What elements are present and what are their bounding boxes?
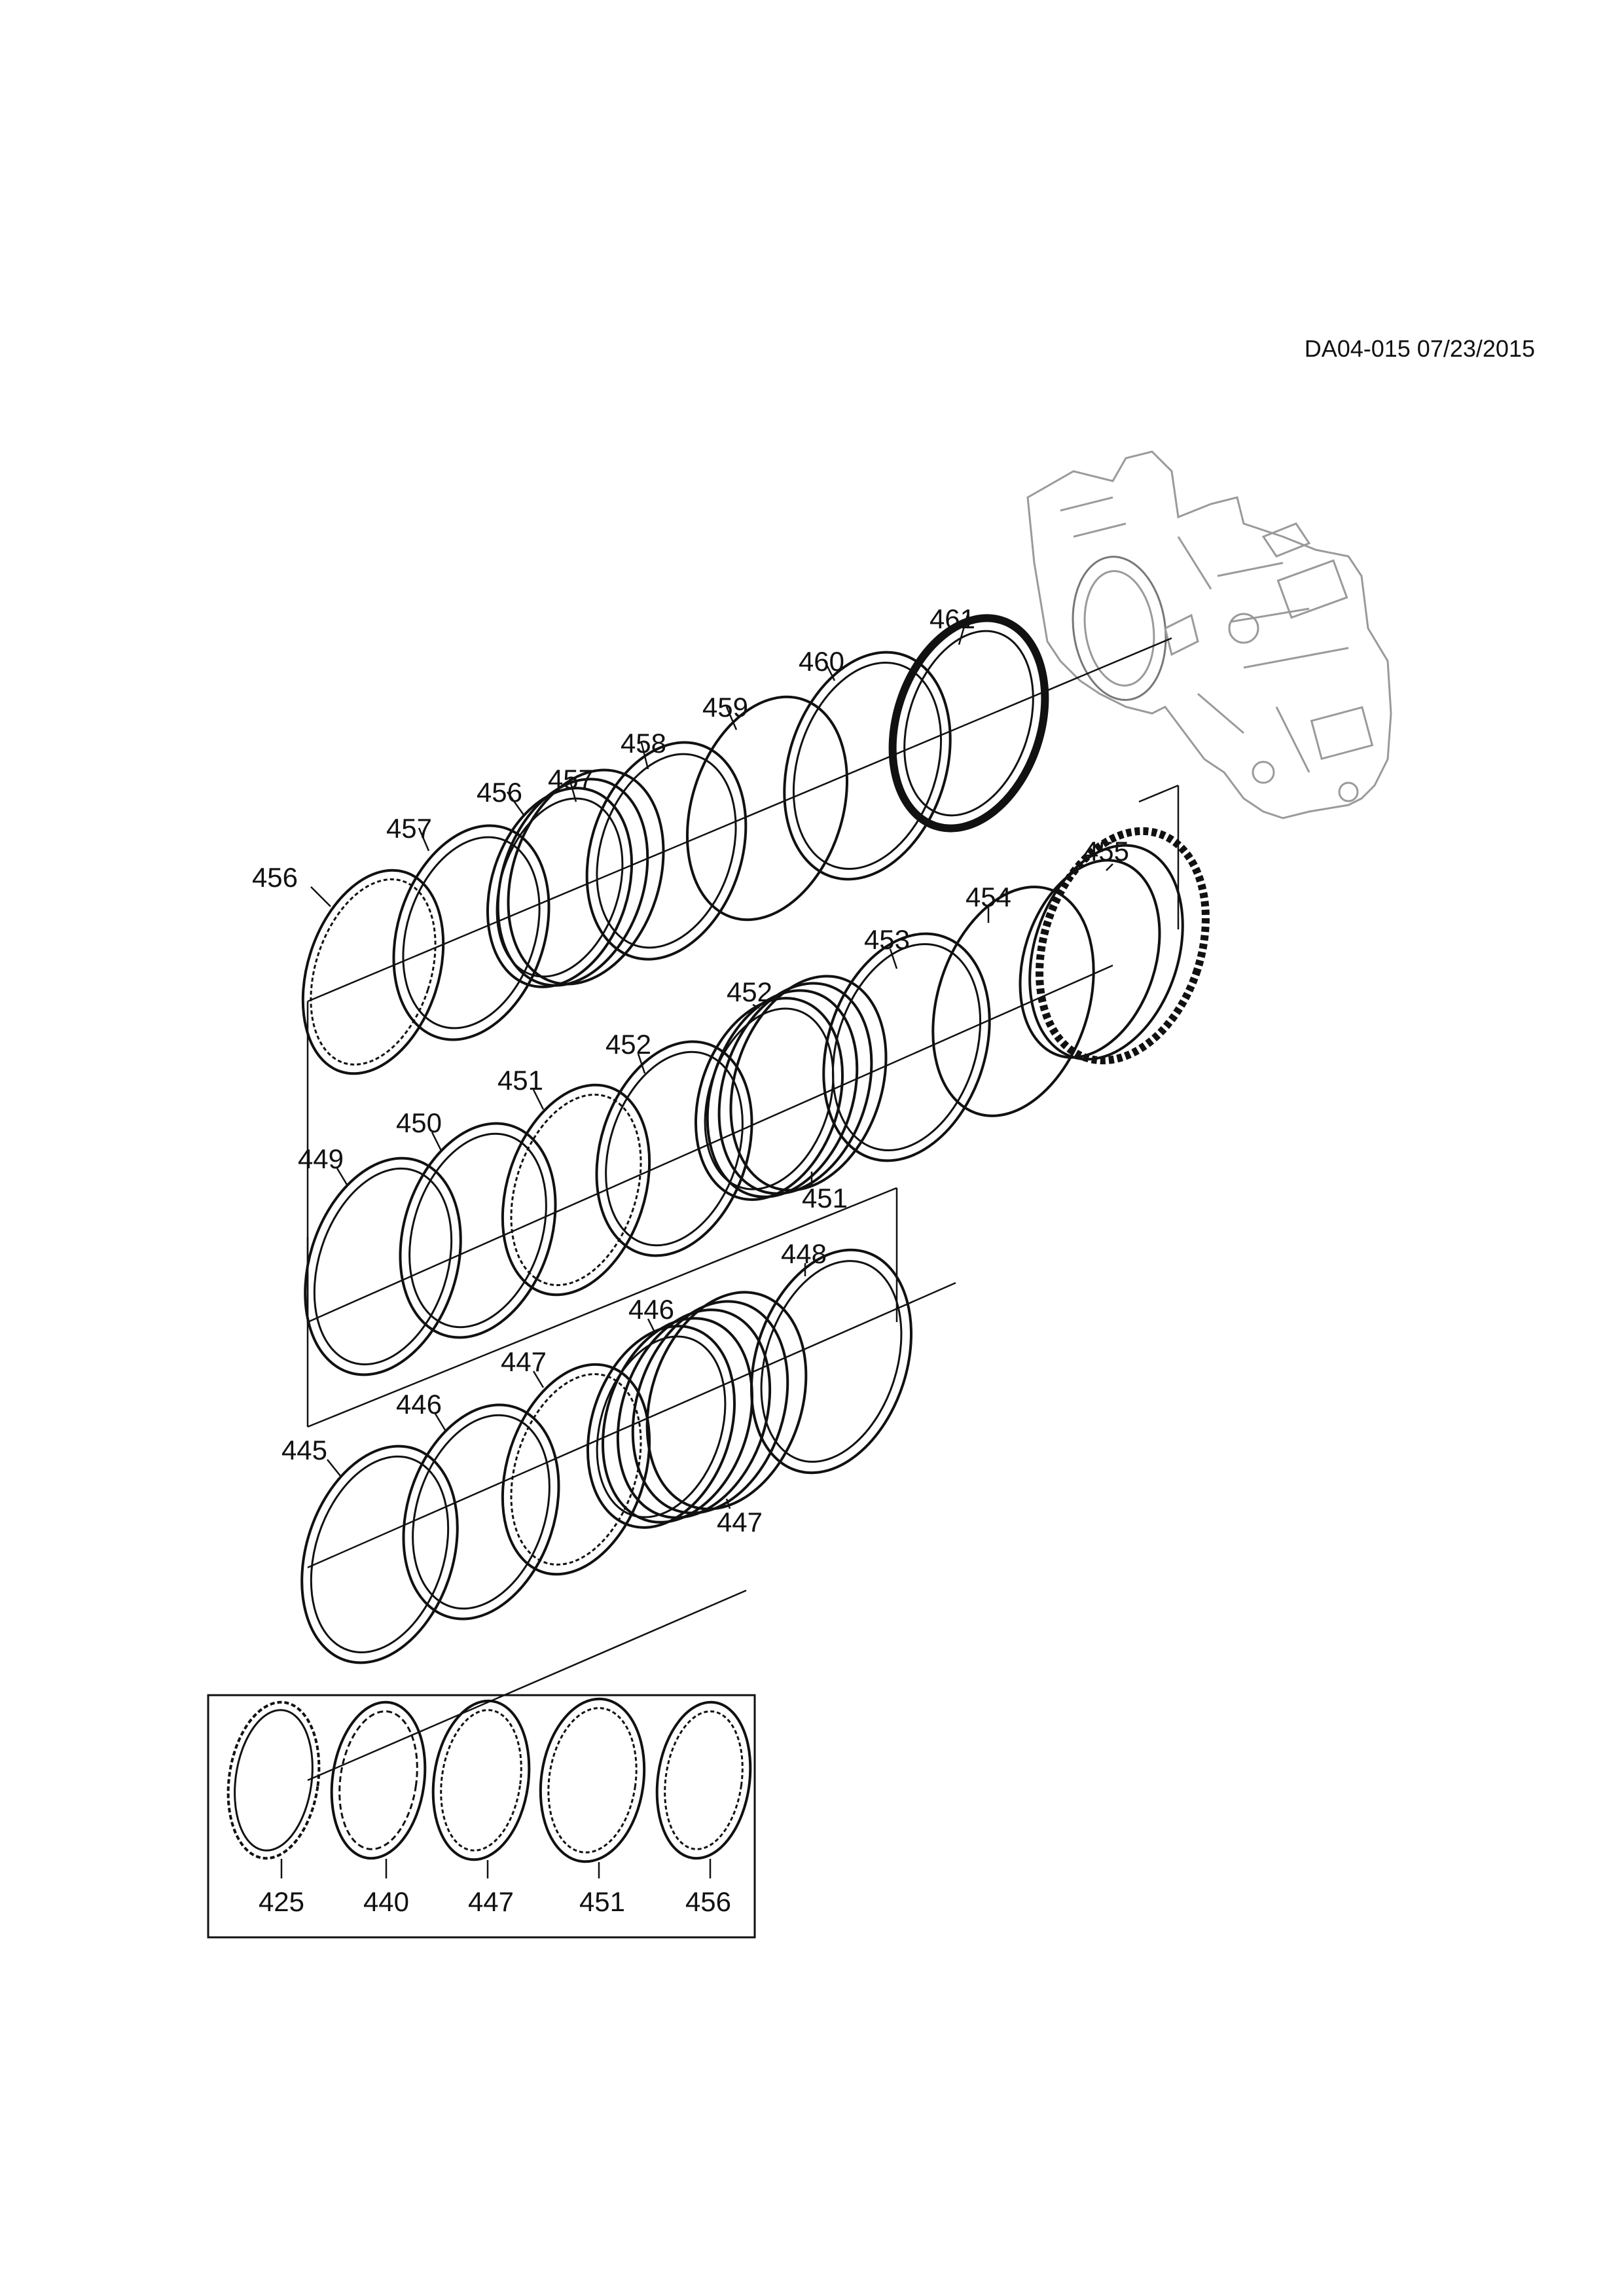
callout-451b: 451 xyxy=(802,1183,848,1213)
part-450-plate xyxy=(399,1122,557,1339)
part-456-friction-disc xyxy=(301,869,445,1075)
transmission-housing xyxy=(1026,450,1392,819)
callout-459: 459 xyxy=(702,692,748,723)
callout-450: 450 xyxy=(396,1107,442,1138)
callout-leaders xyxy=(310,615,1113,1509)
legend-disc-425 xyxy=(226,1700,321,1878)
callout-454: 454 xyxy=(965,882,1011,912)
callout-456a: 456 xyxy=(477,777,522,808)
callout-452a: 452 xyxy=(727,977,772,1007)
callout-457b: 457 xyxy=(386,813,432,844)
part-455-spline-hub xyxy=(1019,827,1210,1065)
callout-labels: 461 460 459 458 457 456 457 456 455 454 … xyxy=(252,603,1129,1537)
callout-447a: 447 xyxy=(501,1346,547,1377)
legend-disc-456 xyxy=(655,1700,752,1878)
friction-disc-legend: 425 440 447 451 456 xyxy=(207,1694,756,1939)
legend-disc-451 xyxy=(539,1697,646,1878)
part-452-plate xyxy=(595,1040,753,1257)
part-452-451-stack xyxy=(694,975,888,1201)
callout-446b: 446 xyxy=(396,1389,442,1420)
part-459-wave-ring xyxy=(685,695,849,922)
callout-452b: 452 xyxy=(605,1029,651,1060)
callout-447b: 447 xyxy=(717,1507,763,1537)
part-449-plate xyxy=(304,1157,462,1376)
part-454-snap-ring xyxy=(931,886,1095,1117)
legend-label-451: 451 xyxy=(579,1886,625,1917)
callout-445: 445 xyxy=(281,1435,327,1465)
part-453-plate xyxy=(822,932,991,1162)
legend-label-447: 447 xyxy=(468,1886,514,1917)
part-446-plate xyxy=(402,1403,560,1621)
part-451-friction-disc xyxy=(501,1083,651,1297)
assembly-axis-lines xyxy=(306,637,1180,1782)
part-460-plate xyxy=(783,651,952,881)
callout-456b: 456 xyxy=(252,862,298,893)
legend-label-425: 425 xyxy=(259,1886,304,1917)
callout-457a: 457 xyxy=(548,764,594,795)
callout-455: 455 xyxy=(1083,836,1129,867)
callout-448: 448 xyxy=(781,1238,827,1269)
part-457-plate xyxy=(392,824,550,1041)
legend-label-440: 440 xyxy=(363,1886,409,1917)
part-448-plate xyxy=(749,1248,913,1475)
callout-460: 460 xyxy=(799,646,844,677)
legend-disc-440 xyxy=(330,1700,427,1878)
callout-446a: 446 xyxy=(628,1294,674,1325)
callout-461: 461 xyxy=(929,603,975,634)
legend-label-456: 456 xyxy=(685,1886,731,1917)
callout-449: 449 xyxy=(298,1143,344,1174)
callout-453: 453 xyxy=(864,924,910,955)
part-447-friction-disc xyxy=(501,1363,651,1576)
part-446-447-stack xyxy=(586,1291,808,1529)
diagram-reference-code: DA04-015 07/23/2015 xyxy=(1305,335,1535,362)
legend-frame xyxy=(207,1694,756,1939)
legend-disc-447 xyxy=(431,1699,531,1878)
callout-458: 458 xyxy=(621,728,666,759)
part-461-snap-ring xyxy=(888,614,1049,833)
part-458-plate xyxy=(585,741,748,961)
part-445-plate xyxy=(300,1444,459,1664)
callout-451a: 451 xyxy=(497,1065,543,1096)
